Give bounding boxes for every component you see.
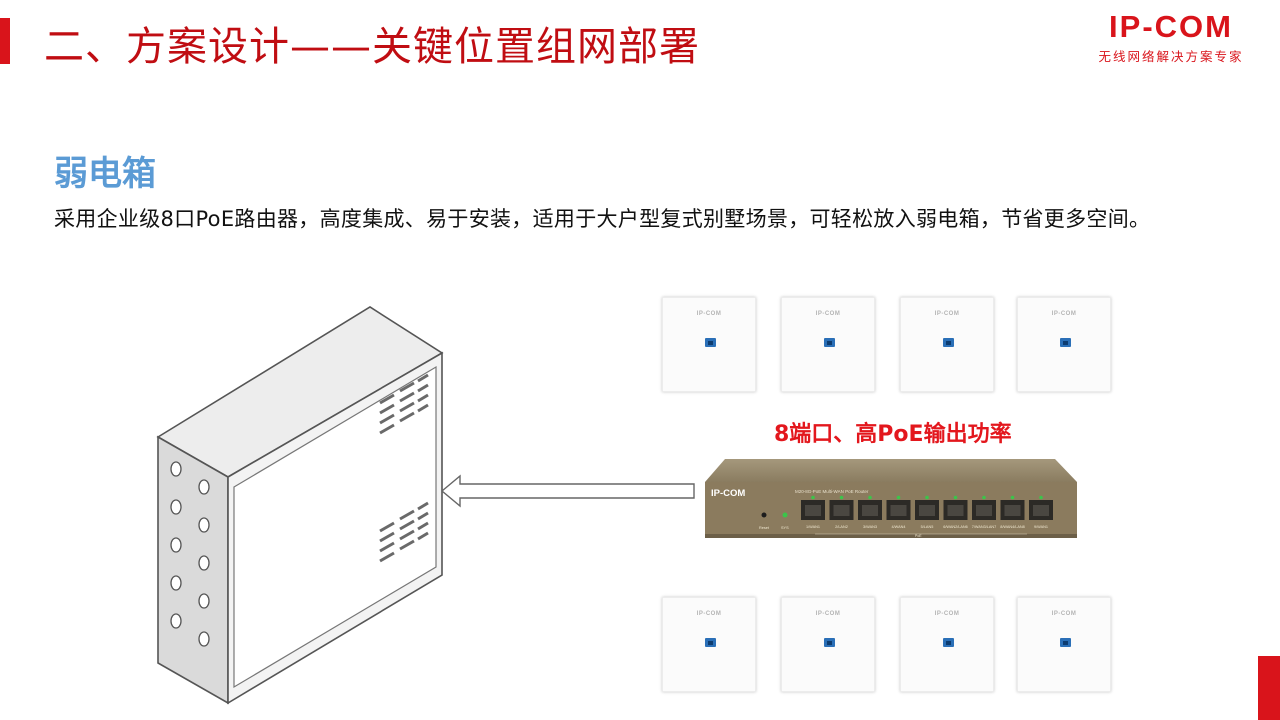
section-heading: 弱电箱: [54, 154, 156, 194]
port-led: [811, 495, 815, 500]
port-label: 6/WAN2/LAN6: [943, 525, 968, 529]
port-label: 4/WAN4: [892, 525, 906, 529]
wall-ap-panel: IP-COM: [1017, 297, 1111, 392]
wall-ap-panel: IP-COM: [781, 297, 875, 392]
ethernet-port-jack: [947, 505, 964, 516]
port-led: [953, 495, 958, 500]
port-label: 1/WAN1: [806, 525, 820, 529]
panel-logo: IP-COM: [696, 611, 722, 617]
panel-logo: IP-COM: [815, 311, 841, 317]
corner-accent-bar: [1258, 656, 1280, 720]
panel-logo: IP-COM: [1051, 611, 1077, 617]
reset-label: Reset: [759, 526, 770, 530]
ethernet-port-icon: [824, 638, 835, 647]
wall-ap-panel: IP-COM: [662, 597, 756, 692]
port-led: [868, 495, 872, 500]
ethernet-port-jack: [890, 505, 907, 516]
panel-logo: IP-COM: [696, 311, 722, 317]
ethernet-port-icon: [824, 338, 835, 347]
logo-tagline: 无线网络解决方案专家: [1098, 49, 1244, 64]
port-led: [982, 495, 986, 500]
port-label: 5/LAN5: [921, 525, 934, 529]
ethernet-port-icon: [943, 638, 954, 647]
left-arrow-icon: [440, 474, 695, 508]
router-model: M20-8G-PoE Multi-WAN PoE Router: [795, 489, 869, 494]
port-label: 2/LAN2: [835, 525, 848, 529]
poe-label: PoE: [915, 534, 922, 538]
ethernet-port-jack: [976, 505, 992, 516]
wall-ap-panel: IP-COM: [662, 297, 756, 392]
ethernet-port-jack: [862, 505, 878, 516]
port-label: 3/WAN3: [863, 525, 877, 529]
section-description: 采用企业级8口PoE路由器，高度集成、易于安装，适用于大户型复式别墅场景，可轻松…: [54, 207, 1151, 231]
wall-ap-panel: IP-COM: [1017, 597, 1111, 692]
weak-current-box-icon: [156, 306, 444, 705]
router-caption: 8端口、高PoE输出功率: [774, 422, 1012, 447]
port-led: [896, 495, 901, 500]
port-label: 8/WAN4/LAN8: [1000, 525, 1025, 529]
ethernet-port-jack: [919, 505, 935, 516]
ethernet-port-icon: [1060, 338, 1071, 347]
ethernet-port-icon: [705, 338, 716, 347]
panel-logo: IP-COM: [815, 611, 841, 617]
router-ports: 1/WAN1 2/LAN2 3/WAN3 4/WAN4 5/LAN5 6/WAN2/LAN…: [801, 495, 1053, 529]
ethernet-port-jack: [833, 505, 850, 516]
ethernet-port-jack: [1033, 505, 1049, 516]
ethernet-port-jack: [1004, 505, 1021, 516]
panel-logo: IP-COM: [934, 611, 960, 617]
sys-label: SYS: [781, 526, 789, 530]
ethernet-port-icon: [1060, 638, 1071, 647]
wall-ap-panel: IP-COM: [781, 597, 875, 692]
port-label: 7/WAN3/LAN7: [972, 525, 997, 529]
port-led: [925, 495, 929, 500]
port-led: [1010, 495, 1015, 500]
port-label: 9/WAN1: [1034, 525, 1048, 529]
poe-router-icon: IP-COM M20-8G-PoE Multi-WAN PoE Router R…: [705, 459, 1077, 538]
slide-title: 二、方案设计——关键位置组网部署: [44, 24, 700, 70]
ip-com-logo: IP-COM 无线网络解决方案专家: [1076, 10, 1266, 65]
port-led: [839, 495, 844, 500]
panel-logo: IP-COM: [1051, 311, 1077, 317]
router-brand: IP-COM: [711, 488, 745, 499]
ethernet-port-icon: [705, 638, 716, 647]
title-accent-bar: [0, 18, 10, 64]
wall-ap-panel: IP-COM: [900, 297, 994, 392]
wall-ap-panel: IP-COM: [900, 597, 994, 692]
logo-wordmark: IP-COM: [1109, 9, 1233, 44]
panel-logo: IP-COM: [934, 311, 960, 317]
ethernet-port-jack: [805, 505, 821, 516]
port-led: [1039, 495, 1043, 500]
ethernet-port-icon: [943, 338, 954, 347]
